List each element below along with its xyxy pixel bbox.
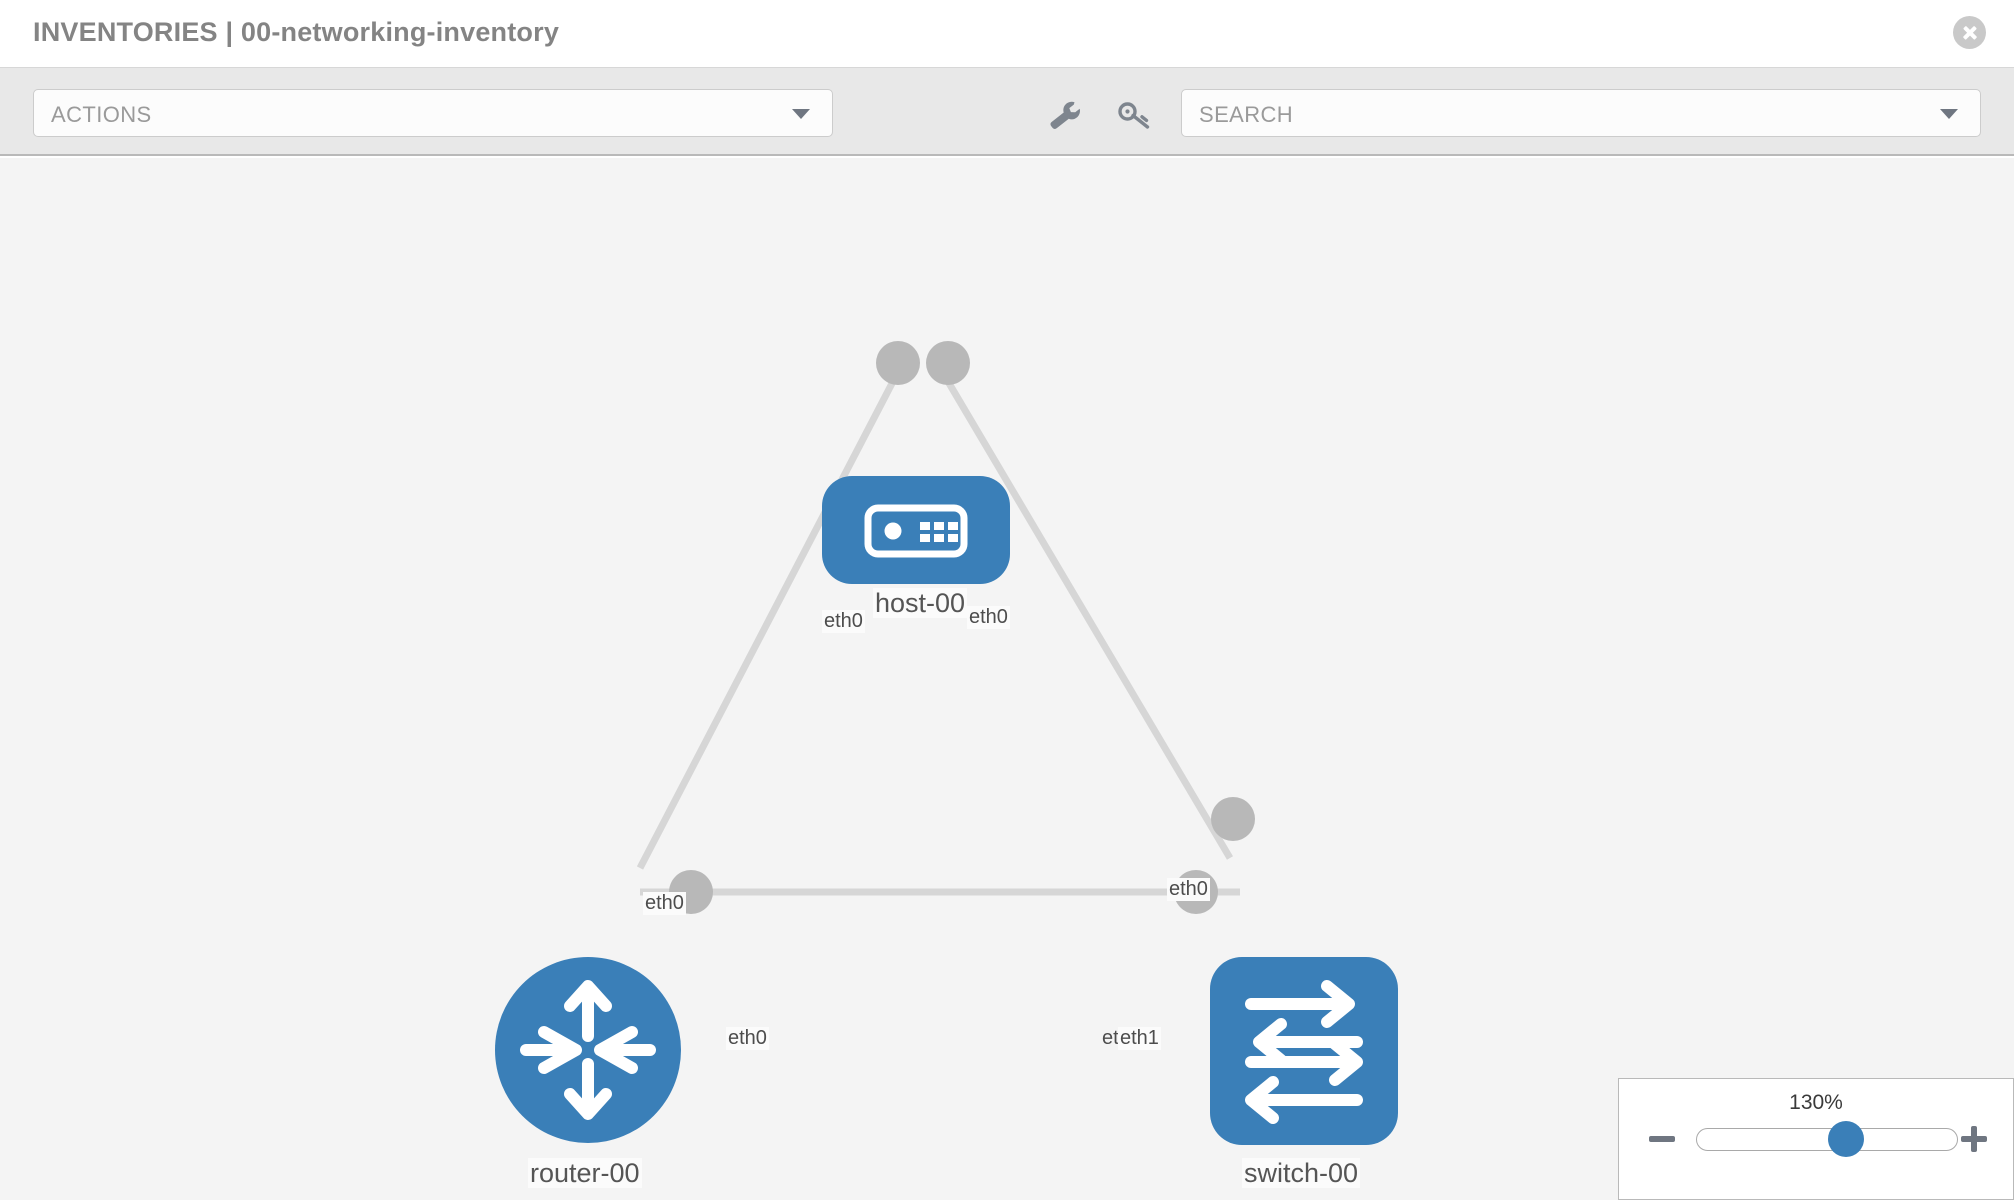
- host-node-shape: [822, 476, 1010, 584]
- page-title: INVENTORIES | 00-networking-inventory: [33, 17, 560, 47]
- edge-label-switch-eth0-uplink: eth0: [1167, 878, 1210, 901]
- chevron-down-icon: [792, 109, 810, 119]
- chevron-down-icon[interactable]: [1940, 109, 1958, 119]
- actions-dropdown-label: ACTIONS: [51, 102, 152, 127]
- edge-label-host-eth0-right: eth0: [967, 606, 1010, 629]
- zoom-out-button[interactable]: [1649, 1126, 1675, 1152]
- close-icon[interactable]: [1953, 16, 1986, 49]
- edge-label-router-eth0-uplink: eth0: [643, 892, 686, 915]
- server-icon: [864, 504, 968, 558]
- topology-canvas[interactable]: host-00 router-00 switch-00 eth0 eth0 et…: [0, 158, 2014, 1200]
- port-switch-top: [1211, 797, 1255, 841]
- edge-label-router-eth0: eth0: [726, 1027, 769, 1050]
- zoom-in-button[interactable]: [1961, 1126, 1987, 1152]
- node-label-router-00: router-00: [528, 1158, 642, 1188]
- edge-host-switch: [936, 366, 1234, 860]
- topology-graph: [495, 341, 1398, 1145]
- node-router-00: [495, 957, 681, 1143]
- topology-ports: [669, 341, 1255, 914]
- node-label-switch-00: switch-00: [1242, 1158, 1361, 1188]
- zoom-slider-thumb[interactable]: [1828, 1121, 1864, 1157]
- zoom-slider-track[interactable]: [1696, 1128, 1958, 1151]
- zoom-level-value: 130%: [1789, 1091, 1843, 1114]
- wrench-icon[interactable]: [1049, 100, 1083, 130]
- switch-arrows-icon: [1245, 980, 1363, 1124]
- search-input[interactable]: SEARCH: [1181, 89, 1981, 137]
- router-arrows-icon: [520, 980, 656, 1120]
- switch-node-shape: [1210, 957, 1398, 1145]
- zoom-control-panel: 130%: [1618, 1078, 2014, 1200]
- topology-edges: [636, 366, 1240, 896]
- node-host-00: [822, 476, 1010, 584]
- node-label-host-00: host-00: [873, 588, 968, 618]
- key-icon[interactable]: [1118, 100, 1152, 130]
- node-switch-00: [1210, 957, 1398, 1145]
- port-host-right: [926, 341, 970, 385]
- toolbar: ACTIONS SEARCH: [0, 68, 2014, 156]
- router-node-shape: [495, 957, 681, 1143]
- page-header: INVENTORIES | 00-networking-inventory: [0, 0, 2014, 68]
- port-host-left: [876, 341, 920, 385]
- edge-label-host-eth0-left: eth0: [822, 610, 865, 633]
- actions-dropdown[interactable]: ACTIONS: [33, 89, 833, 137]
- edge-label-switch-eth1: eth1: [1118, 1027, 1161, 1050]
- search-placeholder: SEARCH: [1199, 102, 1294, 127]
- edge-host-router: [636, 366, 904, 870]
